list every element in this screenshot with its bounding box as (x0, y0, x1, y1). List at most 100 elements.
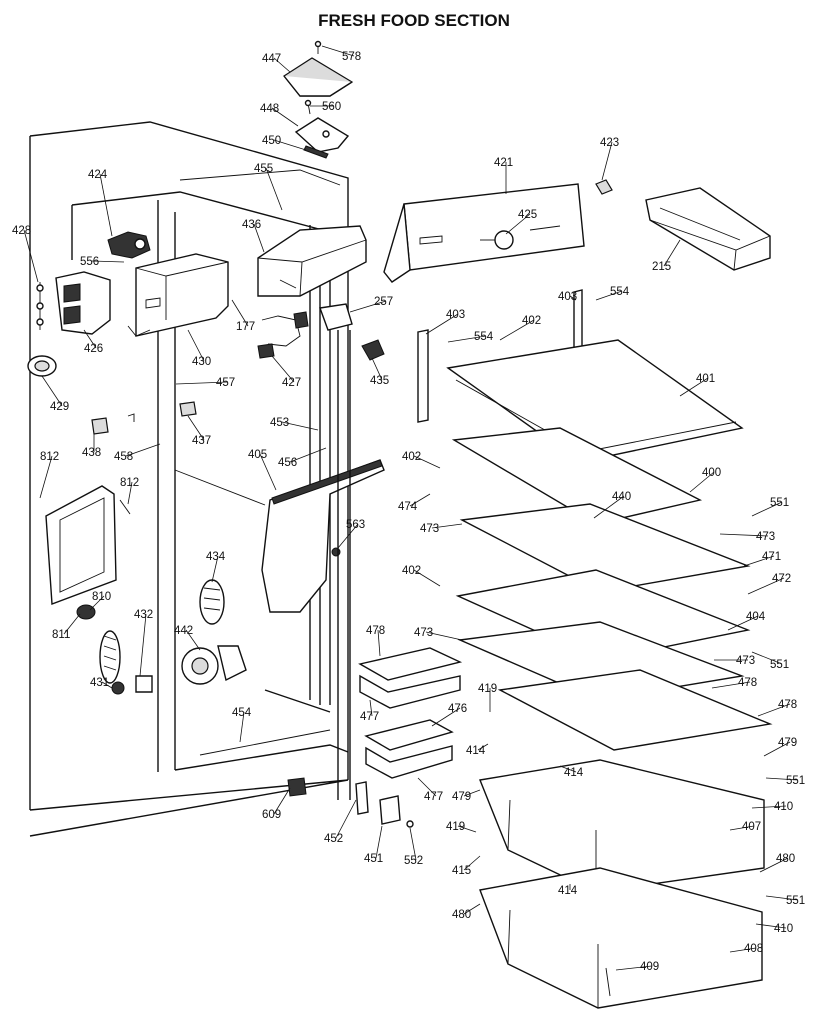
part-label-p458: 458 (114, 451, 133, 463)
part-label-p421: 421 (494, 157, 513, 169)
leader-p453 (281, 421, 319, 431)
part-label-p424: 424 (88, 169, 108, 181)
part-label-p812b: 812 (120, 477, 139, 489)
part-label-p480b: 480 (452, 909, 471, 921)
part-label-p811: 811 (52, 629, 70, 641)
leader-p472 (747, 577, 785, 595)
part-label-p477a: 477 (360, 711, 379, 723)
leader-p436 (253, 223, 265, 253)
leader-p437 (187, 415, 205, 441)
top-hinge-cover (283, 40, 354, 159)
part-label-p431: 431 (90, 677, 109, 689)
part-label-p812a: 812 (40, 451, 59, 463)
part-label-p452: 452 (324, 833, 343, 845)
part-label-p429: 429 (50, 401, 69, 413)
leader-p476 (431, 707, 461, 727)
leader-p450 (273, 139, 307, 151)
part-label-p473c: 473 (414, 627, 433, 639)
part-label-p442: 442 (174, 625, 193, 637)
part-label-p257: 257 (374, 296, 393, 308)
cabinet-liner (29, 121, 349, 837)
leader-p454 (239, 711, 245, 743)
part-label-p423: 423 (600, 137, 619, 149)
leader-p402c (413, 569, 441, 587)
leader-p554a (595, 290, 623, 301)
air-duct-housing (257, 225, 367, 297)
leader-p403a (569, 295, 577, 301)
leader-p551d (765, 895, 799, 901)
part-label-p551b: 551 (770, 659, 789, 671)
part-label-p215: 215 (652, 261, 671, 273)
part-label-p477b: 477 (424, 791, 443, 803)
leader-lines (23, 45, 799, 971)
leader-p408 (729, 947, 757, 953)
leader-p578 (321, 45, 355, 57)
part-label-p455: 455 (254, 163, 273, 175)
part-label-p551a: 551 (770, 497, 789, 509)
part-label-p480a: 480 (776, 853, 795, 865)
part-label-p437: 437 (192, 435, 211, 447)
part-label-p454: 454 (232, 707, 252, 719)
part-label-p425: 425 (518, 209, 537, 221)
leader-p458 (125, 443, 161, 457)
part-label-p453: 453 (270, 417, 289, 429)
door-stop-hardware (287, 777, 414, 828)
leader-p478b (711, 681, 751, 689)
leader-p552 (409, 827, 417, 861)
part-label-p551c: 551 (786, 775, 805, 787)
leader-p414a (477, 743, 489, 751)
part-label-p479b: 479 (452, 791, 471, 803)
small-clips (91, 401, 197, 435)
part-label-p560: 560 (322, 101, 341, 113)
part-label-p435: 435 (370, 375, 389, 387)
part-label-p552: 552 (404, 855, 423, 867)
part-label-p451: 451 (364, 853, 383, 865)
leader-p402b (413, 455, 441, 469)
part-label-p430: 430 (192, 356, 211, 368)
leader-p410a (751, 805, 787, 809)
part-label-p447: 447 (262, 53, 281, 65)
leader-p402a (499, 319, 535, 341)
leader-p400 (689, 471, 715, 493)
part-label-p401: 401 (696, 373, 715, 385)
part-label-p476: 476 (448, 703, 467, 715)
leader-p457 (175, 381, 229, 385)
part-label-p407: 407 (742, 821, 761, 833)
part-label-p609: 609 (262, 809, 281, 821)
leader-p401 (679, 377, 709, 397)
leader-p810 (89, 595, 105, 611)
leader-p452 (335, 799, 357, 839)
leader-p811 (63, 613, 81, 635)
part-label-p472: 472 (772, 573, 791, 585)
leader-p425 (505, 213, 531, 235)
leader-p448 (271, 107, 299, 127)
part-label-p419b: 419 (446, 821, 465, 833)
leader-p478c (757, 703, 791, 717)
part-label-p402b: 402 (402, 451, 421, 463)
leader-p434 (211, 555, 219, 583)
part-label-p554b: 554 (474, 331, 494, 343)
leader-p428a (23, 229, 39, 283)
part-label-p405: 405 (248, 449, 267, 461)
cover-plate (45, 485, 131, 605)
leader-p414b (559, 765, 577, 773)
leader-p812b (127, 481, 133, 505)
control-dial (27, 355, 57, 377)
part-label-p473a: 473 (420, 523, 439, 535)
leader-p477b (417, 777, 437, 797)
control-panel (383, 183, 585, 283)
part-label-p551d: 551 (786, 895, 805, 907)
leader-p431 (101, 681, 113, 689)
part-label-p556: 556 (80, 256, 99, 268)
leader-p451 (375, 825, 383, 859)
part-label-p438: 438 (82, 447, 101, 459)
lamp-assembly (76, 604, 153, 695)
part-label-p448: 448 (260, 103, 279, 115)
leader-p479b (463, 789, 481, 797)
leader-p812a (39, 455, 53, 499)
part-label-p414a: 414 (466, 745, 486, 757)
leader-p426 (83, 329, 97, 349)
leader-p456 (289, 447, 327, 463)
part-label-p474: 474 (398, 501, 418, 513)
leader-p404 (727, 615, 759, 631)
